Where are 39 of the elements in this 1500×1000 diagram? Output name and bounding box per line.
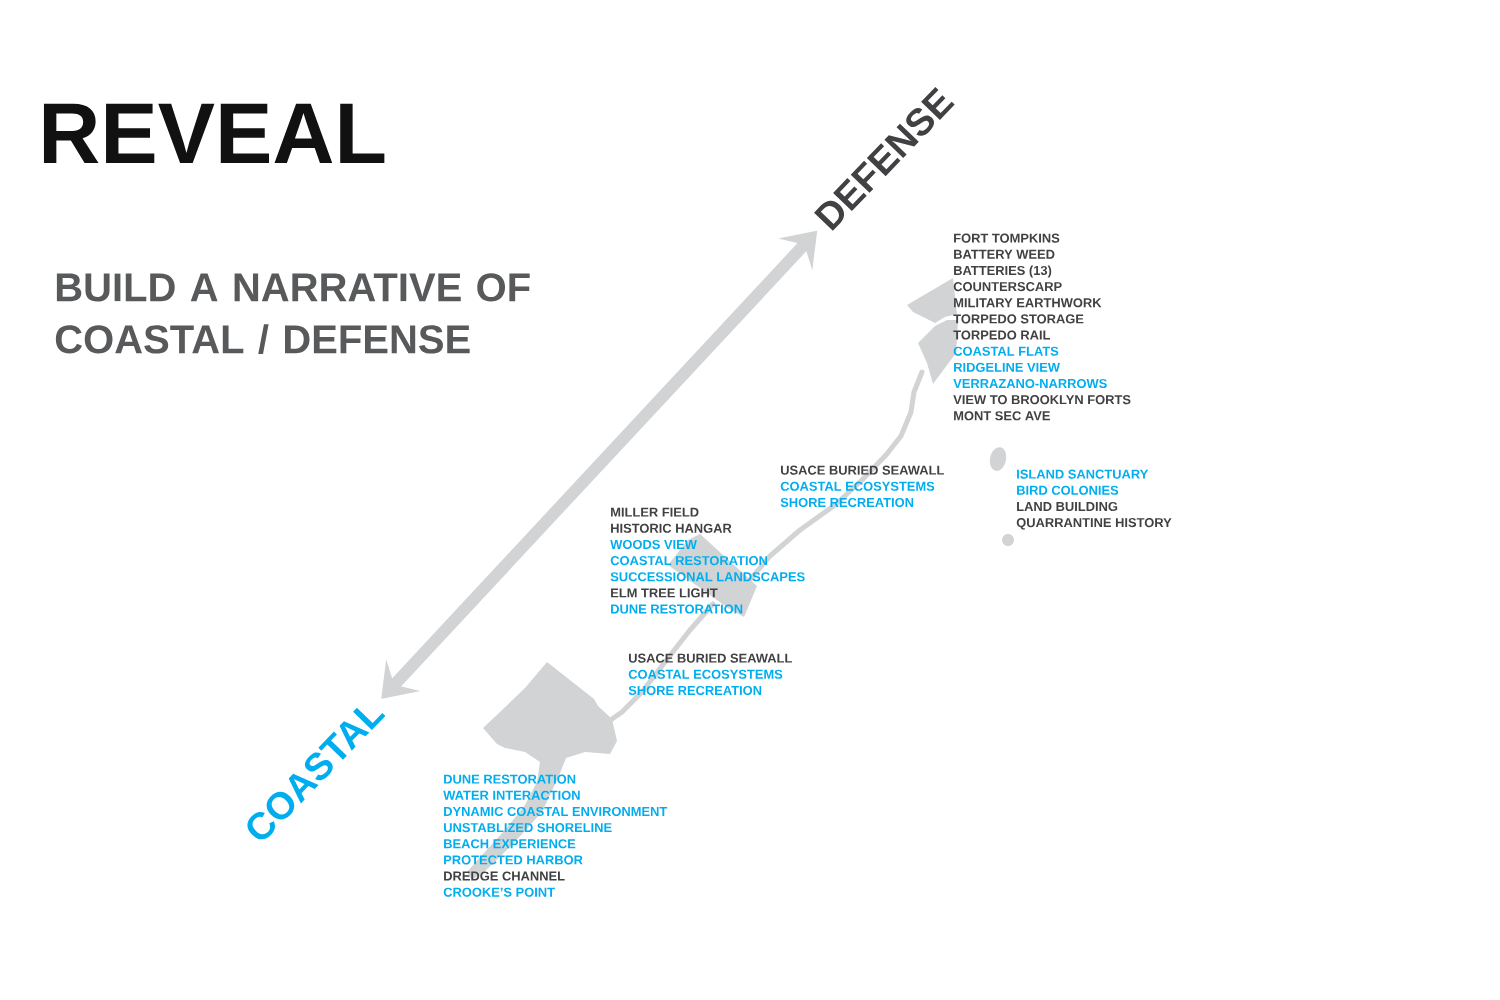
map-label: DUNE RESTORATION xyxy=(444,774,576,784)
map-label: USACE BURIED SEAWALL xyxy=(781,465,944,475)
map-label: COASTAL ECOSYSTEMS xyxy=(628,669,783,679)
title: REVEAL xyxy=(43,103,385,163)
map-label: HISTORIC HANGAR xyxy=(611,523,732,533)
map-label: TORPEDO RAIL xyxy=(953,330,1051,340)
subtitle: BUILD A NARRATIVE OF COASTAL / DEFENSE xyxy=(55,273,530,354)
map-label: VERRAZANO-NARROWS xyxy=(953,378,1107,389)
map-label: RIDGELINE VIEW xyxy=(954,362,1060,372)
map-label: FORT TOMPKINS xyxy=(954,233,1060,243)
map-label: WOODS VIEW xyxy=(610,539,697,549)
map-label: CROOKE’S POINT xyxy=(443,887,555,897)
map-label: COASTAL ECOSYSTEMS xyxy=(780,481,935,491)
map-label: SHORE RECREATION xyxy=(628,685,762,695)
map-label: MILLER FIELD xyxy=(611,507,699,517)
map-label: BATTERY WEED xyxy=(954,249,1055,259)
map-label: DYNAMIC COASTAL ENVIRONMENT xyxy=(444,806,668,816)
map-label: BATTERIES (13) xyxy=(954,265,1052,278)
map-label: UNSTABLIZED SHORELINE xyxy=(444,823,612,833)
map-label: TORPEDO STORAGE xyxy=(953,314,1084,324)
map-label: SHORE RECREATION xyxy=(780,497,914,507)
map-label: VIEW TO BROOKLYN FORTS xyxy=(953,395,1131,405)
map-label: ELM TREE LIGHT xyxy=(611,588,718,598)
map-label: COASTAL FLATS xyxy=(953,346,1059,356)
map-label: MONT SEC AVE xyxy=(954,411,1050,421)
map-label: ISLAND SANCTUARY xyxy=(1017,469,1149,479)
map-label: DREDGE CHANNEL xyxy=(444,871,565,881)
map-label: BIRD COLONIES xyxy=(1017,485,1119,495)
map-label: COUNTERSCARP xyxy=(953,282,1062,292)
map-label: LAND BUILDING xyxy=(1017,501,1118,511)
map-label: COASTAL RESTORATION xyxy=(610,556,767,566)
map-label: PROTECTED HARBOR xyxy=(444,855,583,865)
map-label: USACE BURIED SEAWALL xyxy=(629,653,792,663)
map-label: DUNE RESTORATION xyxy=(611,604,743,614)
map-label: WATER INTERACTION xyxy=(443,790,580,800)
map-label: QUARRANTINE HISTORY xyxy=(1016,518,1172,530)
map-label: BEACH EXPERIENCE xyxy=(444,839,576,849)
map-label: MILITARY EARTHWORK xyxy=(954,298,1102,308)
map-label: SUCCESSIONAL LANDSCAPES xyxy=(610,572,805,582)
